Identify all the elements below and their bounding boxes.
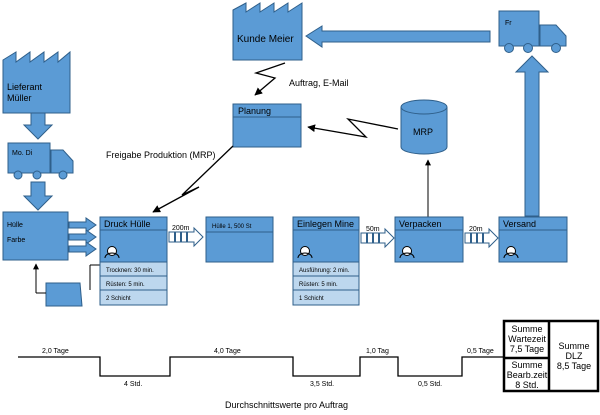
supplier-factory-icon [2,50,71,114]
versand-to-truck-arrow [514,55,550,217]
push-arrow [360,227,395,249]
order-flow-label: Auftrag, E-Mail [289,78,349,88]
return-loop [89,264,100,290]
push-arrow-1-label: 200m [172,225,190,232]
wait-time-2: 4,0 Tage [214,348,241,355]
process-einlegen-data-1: Ausführung: 2 min. [299,268,350,274]
summary-frame [502,319,600,393]
process-einlegen-data-3: 1 Schicht [299,296,324,302]
summary-wait-line3: 7,5 Tage [509,344,545,354]
customer-factory-icon [232,2,303,61]
wait-time-1: 2,0 Tage [42,348,69,355]
process-time-1: 4 Std. [124,381,142,388]
planning-label: Planung [238,106,271,116]
buffer-label: Hülle 1, 500 St [212,224,252,230]
summary-proc-line3: 8 Std. [515,380,539,390]
process-druck-label: Druck Hülle [104,219,151,229]
process-verpacken-box [394,216,464,263]
process-verpacken-label: Verpacken [399,219,442,229]
buffer-box [205,216,274,263]
push-arrow [168,226,204,248]
customer-label: Kunde Meier [237,34,294,45]
operator-icon [104,246,120,259]
mrp-label: MRP [413,127,433,137]
summary-wait-line1: Summe [511,324,543,334]
process-druck-data-3: 2 Schicht [106,296,131,302]
mrp-info-flow [307,117,399,138]
push-arrow [464,227,499,249]
push-arrow-2-label: 50m [366,226,380,233]
process-druck-data-3-box [99,289,168,306]
summary-wait-box: Summe Wartezeit 7,5 Tage [506,324,548,354]
process-einlegen-data-3-box [292,289,360,306]
wait-time-3: 1,0 Tag [366,348,389,355]
release-info-flow [152,145,234,213]
process-druck-data-1: Trocknen: 30 min. [106,268,154,274]
process-einlegen-data-2: Rüsten: 5 min. [299,282,338,288]
truck-down-arrow [22,181,54,211]
shipment-to-customer-arrow [305,25,491,48]
mrp-database-icon [400,99,448,155]
process-druck-data-2: Rüsten: 5 min. [106,282,145,288]
outbound-truck-icon [498,10,567,53]
process-time-3: 0,5 Std. [418,381,442,388]
timeline-caption: Durchschnittswerte pro Auftrag [225,400,348,410]
wait-time-4: 0,5 Tage [467,348,494,355]
process-time-2: 3,5 Std. [310,381,334,388]
inbound-truck-label: Mo. Di [12,150,33,157]
raw-inventory-line1: Hülle [7,222,23,229]
operator-icon [503,246,519,259]
summary-wait-line2: Wartezeit [508,334,546,344]
summary-dlz-line1: Summe [558,341,590,351]
process-versand-label: Versand [503,219,536,229]
order-info-flow [253,62,286,96]
operator-icon [297,246,313,259]
summary-dlz-line3: 8,5 Tage [556,361,592,371]
push-arrow-3-label: 20m [469,226,483,233]
summary-proc-line1: Summe [511,360,543,370]
timeline-line [18,356,503,377]
summary-dlz-line2: DLZ [565,351,583,361]
supplier-label-line1: Lieferant [7,82,43,92]
inbound-truck-icon [7,142,74,180]
outbound-truck-label: Fr [505,20,512,27]
return-storage-icon [45,282,83,307]
process-einlegen-label: Einlegen Mine [297,219,354,229]
summary-dlz-box: Summe DLZ 8,5 Tage [551,341,597,371]
supplier-label-line2: Müller [7,93,32,103]
summary-proc-box: Summe Bearb.zeit 8 Std. [506,360,548,390]
material-feed-arrows [68,217,97,257]
summary-proc-line2: Bearb.zeit [506,370,548,380]
supplier-down-arrow [22,112,54,140]
raw-material-inventory [2,211,69,261]
operator-icon [399,246,415,259]
raw-inventory-line2: Farbe [7,237,25,244]
planning-box [232,103,302,148]
release-flow-label: Freigabe Produktion (MRP) [106,150,216,160]
